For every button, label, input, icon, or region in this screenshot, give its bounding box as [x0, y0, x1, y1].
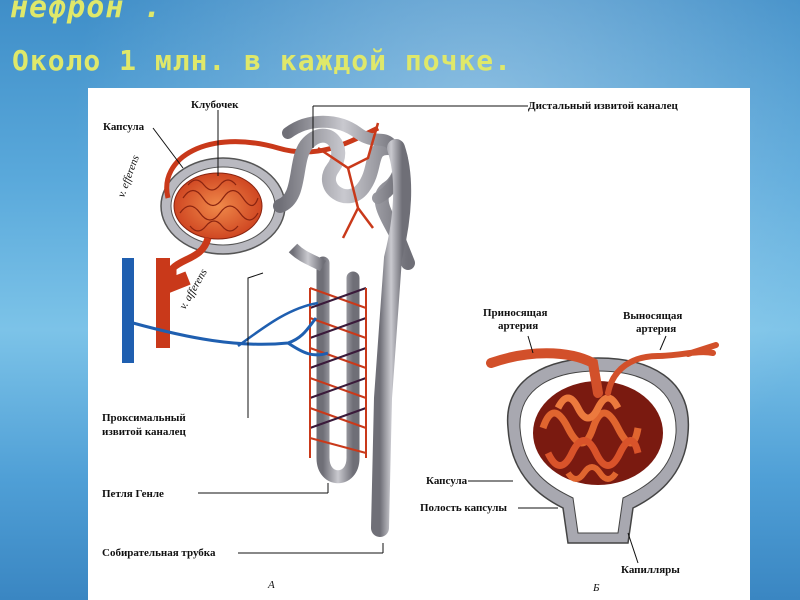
slide-title: нефрон .	[10, 0, 163, 25]
label-letter-a: А	[267, 579, 275, 591]
label-distal-tubule: Дистальный извитой каналец	[528, 100, 678, 112]
leader-lines-b	[468, 335, 667, 564]
diagram-b: Приносящая артерия Выносящая артерия Кап…	[420, 307, 719, 594]
label-afferent-1: Приносящая	[483, 307, 547, 319]
label-v-efferens: v. efferens	[116, 154, 142, 199]
peritubular-capillaries	[309, 287, 367, 458]
label-efferent-1: Выносящая	[623, 310, 682, 322]
arterial-branches-a	[317, 122, 380, 239]
afferent-artery-b	[486, 348, 603, 398]
label-glomerulus: Клубочек	[191, 99, 239, 111]
efferent-artery-b	[605, 342, 719, 396]
nephron-figure-panel: Клубочек Капсула Дистальный извитой кана…	[88, 88, 750, 600]
capillary-tuft-b	[533, 381, 663, 485]
label-capsule-b: Капсула	[426, 475, 468, 487]
collecting-duct-shape	[371, 139, 412, 537]
afferent-arteriole-a	[169, 236, 212, 288]
leader-lines-a	[152, 105, 528, 554]
renal-artery-a	[156, 258, 191, 348]
label-letter-b: Б	[592, 582, 600, 594]
label-collecting-duct: Собирательная трубка	[102, 547, 216, 559]
nephron-diagram: Клубочек Капсула Дистальный извитой кана…	[102, 99, 719, 594]
label-afferent-2: артерия	[498, 320, 538, 332]
label-efferent-2: артерия	[636, 323, 676, 335]
label-proximal-2: извитой каналец	[102, 426, 187, 438]
label-proximal-1: Проксимальный	[102, 412, 186, 424]
slide-subtitle: Около 1 млн. в каждой почке.	[12, 44, 513, 77]
glomerulus-shape	[173, 172, 263, 240]
label-capsule-cavity: Полость капсулы	[420, 502, 507, 514]
loop-of-henle-shape	[316, 256, 360, 484]
efferent-arteriole-a	[164, 125, 380, 199]
label-loop-of-henle: Петля Генле	[102, 488, 164, 500]
venous-network-a	[132, 317, 329, 357]
label-capsule-a: Капсула	[103, 121, 145, 133]
diagram-a: Клубочек Капсула Дистальный извитой кана…	[102, 99, 678, 591]
label-capillaries: Капилляры	[621, 564, 680, 576]
